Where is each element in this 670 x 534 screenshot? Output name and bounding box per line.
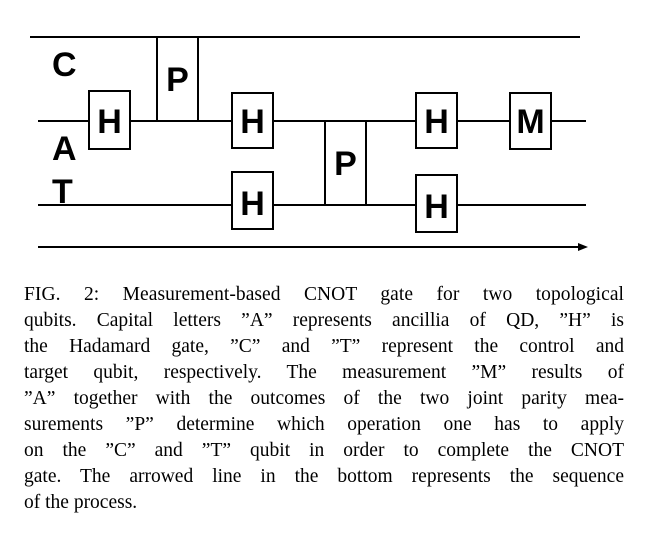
svg-text:H: H xyxy=(240,103,265,141)
ancilla-qubit-label: A xyxy=(52,130,77,168)
process-sequence-arrow xyxy=(38,243,588,251)
svg-text:H: H xyxy=(240,185,265,223)
caption-line: of the process. xyxy=(24,492,138,513)
caption-line: the Hadamard gate, ”C” and ”T” represent… xyxy=(24,336,624,357)
parity-gate-control-ancilla: P xyxy=(156,36,199,122)
caption-line: on the ”C” and ”T” qubit in order to com… xyxy=(24,440,624,461)
caption-line: surements ”P” determine which operation … xyxy=(24,414,624,435)
hadamard-gate-ancilla-2: H xyxy=(231,92,274,149)
hadamard-gate-ancilla-1: H xyxy=(88,90,131,150)
parity-gate-ancilla-target: P xyxy=(324,120,367,206)
hadamard-gate-target-2: H xyxy=(415,174,458,233)
svg-text:H: H xyxy=(424,103,449,141)
svg-text:H: H xyxy=(424,188,449,226)
svg-text:P: P xyxy=(334,145,357,183)
caption-line: qubits. Capital letters ”A” represents a… xyxy=(24,310,624,331)
caption-line: ”A” together with the outcomes of the tw… xyxy=(24,388,624,409)
svg-text:P: P xyxy=(166,61,189,99)
cnot-circuit-diagram: C A T H P H H P H H M xyxy=(30,36,588,251)
hadamard-gate-ancilla-3: H xyxy=(415,92,458,149)
hadamard-gate-target-1: H xyxy=(231,171,274,230)
svg-text:M: M xyxy=(516,103,544,141)
measurement-gate-ancilla: M xyxy=(509,92,552,150)
target-qubit-label: T xyxy=(52,173,73,211)
caption-line: FIG. 2: Measurement-based CNOT gate for … xyxy=(24,284,624,305)
figure-caption: FIG. 2: Measurement-based CNOT gate for … xyxy=(24,282,624,516)
caption-line: gate. The arrowed line in the bottom rep… xyxy=(24,466,624,487)
svg-text:H: H xyxy=(97,103,122,141)
caption-line: target qubit, respectively. The measurem… xyxy=(24,362,624,383)
control-qubit-label: C xyxy=(52,46,77,84)
